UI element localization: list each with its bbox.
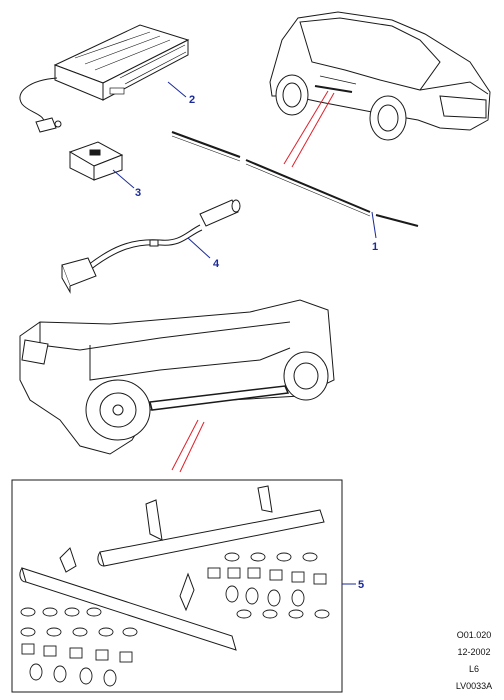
fixings-set-right [207, 552, 330, 619]
diagram-code: O01.020 [456, 630, 492, 640]
fixings-set-left [20, 607, 138, 687]
wiring-harness [61, 199, 241, 294]
vehicle-side-view [19, 299, 335, 455]
side-step-right [97, 485, 325, 567]
kit-frame [11, 479, 343, 693]
highlight-lines-side [171, 419, 205, 473]
side-step-left [19, 547, 237, 651]
vehicle-front-view [269, 11, 491, 141]
callout-3: 3 [135, 187, 141, 199]
diagram-date: 12-2002 [457, 647, 491, 657]
callout-1: 1 [372, 241, 378, 253]
control-module [68, 141, 124, 181]
leader-1 [371, 211, 377, 239]
callout-5: 5 [358, 579, 364, 591]
diagram-level: L6 [468, 664, 479, 674]
body-side-moulding [171, 131, 419, 227]
callout-4: 4 [213, 258, 220, 270]
highlight-lines-top [283, 90, 335, 168]
callout-2: 2 [189, 94, 195, 106]
cd-changer-unit [53, 24, 190, 101]
diagram-reference: LV0033A [455, 681, 493, 691]
leader-4 [187, 237, 211, 259]
leader-2 [167, 81, 187, 98]
leader-3 [112, 169, 135, 189]
cd-changer-cable [19, 77, 62, 133]
